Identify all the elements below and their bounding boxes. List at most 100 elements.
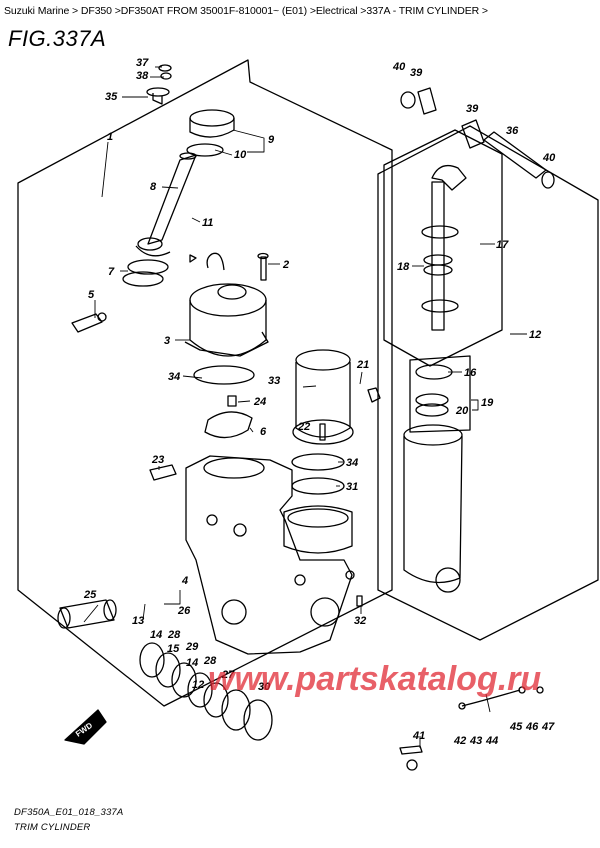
callout-33[interactable]: 33 (268, 375, 280, 387)
part-4-trim-body (185, 455, 353, 655)
callout-35[interactable]: 35 (105, 91, 118, 103)
part-22-screw (319, 423, 326, 441)
footer-diagram-name: TRIM CYLINDER (14, 822, 91, 833)
leader-26 (164, 590, 181, 605)
ring-27 (187, 672, 213, 708)
callout-14-b[interactable]: 14 (186, 657, 198, 669)
callout-36[interactable]: 36 (506, 125, 519, 137)
callout-17[interactable]: 17 (496, 239, 509, 251)
callout-2[interactable]: 2 (282, 259, 289, 271)
callout-26[interactable]: 26 (177, 605, 191, 617)
callout-45[interactable]: 45 (509, 721, 523, 733)
outline-frame-seals (409, 355, 471, 433)
callout-13-a[interactable]: 13 (132, 615, 144, 627)
callout-30[interactable]: 30 (258, 681, 271, 693)
part-3-motor-body (189, 300, 267, 357)
part-12-cylinder-top (403, 424, 463, 446)
callout-43[interactable]: 43 (469, 735, 482, 747)
part-40-ring (400, 91, 416, 109)
part-2-screw (260, 256, 267, 281)
part-16-seal (415, 364, 453, 380)
part-3-wires (206, 252, 225, 271)
callout-31[interactable]: 31 (346, 481, 358, 493)
leader-21 (359, 371, 363, 385)
callout-46[interactable]: 46 (525, 721, 539, 733)
callout-41[interactable]: 41 (412, 730, 425, 742)
callout-32[interactable]: 32 (354, 615, 366, 627)
callout-28-b[interactable]: 28 (203, 655, 217, 667)
callout-40-a[interactable]: 40 (392, 61, 406, 73)
callout-38[interactable]: 38 (136, 70, 149, 82)
callout-19[interactable]: 19 (481, 397, 494, 409)
callout-9[interactable]: 9 (268, 134, 275, 146)
callout-18[interactable]: 18 (397, 261, 410, 273)
callout-7[interactable]: 7 (108, 266, 115, 278)
callout-24[interactable]: 24 (253, 396, 266, 408)
callout-29[interactable]: 29 (185, 641, 199, 653)
footer-diagram-code: DF350A_E01_018_337A (14, 807, 124, 818)
fwd-arrow-icon (64, 709, 107, 745)
leader-11 (191, 217, 201, 223)
callout-4[interactable]: 4 (181, 575, 188, 587)
callout-23[interactable]: 23 (151, 454, 164, 466)
callout-3[interactable]: 3 (164, 335, 170, 347)
callout-34-lower[interactable]: 34 (346, 457, 358, 469)
part-35-head (146, 87, 170, 97)
part-23-plug (149, 464, 177, 481)
callout-21[interactable]: 21 (356, 359, 369, 371)
part-39-bushing-a (417, 87, 437, 115)
part-3-motor-flange (184, 331, 269, 357)
part-36-pin (483, 131, 547, 179)
part-25-shaft (59, 599, 115, 629)
callout-28-a[interactable]: 28 (167, 629, 181, 641)
callout-8[interactable]: 8 (150, 181, 157, 193)
part-38-seal (160, 72, 172, 80)
callout-1[interactable]: 1 (107, 131, 113, 143)
callout-5[interactable]: 5 (88, 289, 95, 301)
leader-24 (237, 400, 251, 403)
callout-42[interactable]: 42 (453, 735, 466, 747)
part-42-wire (461, 689, 521, 707)
callout-40-b[interactable]: 40 (542, 152, 556, 164)
ring-30a (221, 689, 251, 731)
callout-34-upper[interactable]: 34 (168, 371, 180, 383)
callout-6[interactable]: 6 (260, 426, 267, 438)
callout-10[interactable]: 10 (234, 149, 247, 161)
part-5-pin-end (97, 312, 107, 322)
breadcrumb[interactable]: Suzuki Marine > DF350 >DF350AT FROM 3500… (4, 5, 488, 17)
callout-16[interactable]: 16 (464, 367, 477, 379)
part-24-valve (227, 395, 237, 407)
part-7-seal-b (122, 271, 164, 287)
part-34-oring-upper (193, 365, 255, 385)
outline-frame-rod (383, 129, 503, 367)
callout-15[interactable]: 15 (167, 643, 180, 655)
callout-14-a[interactable]: 14 (150, 629, 162, 641)
callout-37[interactable]: 37 (136, 57, 149, 69)
callout-12[interactable]: 12 (529, 329, 541, 341)
outline-frame-main (17, 59, 393, 707)
part-3-motor-top (189, 283, 267, 317)
part-7-seal-a (127, 259, 169, 275)
ring-28 (203, 682, 229, 718)
outline-frame-cylinder (377, 125, 599, 641)
callout-12-b[interactable]: 12 (192, 679, 204, 691)
part-20-ring-b (415, 403, 449, 417)
figure-title: FIG.337A (8, 26, 107, 51)
callout-11[interactable]: 11 (202, 217, 213, 229)
callout-25[interactable]: 25 (83, 589, 97, 601)
part-21-plug (367, 387, 381, 403)
callout-47[interactable]: 47 (541, 721, 555, 733)
part-41-bolt (399, 745, 423, 755)
callout-27[interactable]: 27 (221, 669, 235, 681)
part-10-oring (186, 143, 224, 157)
part-9-cap-top (189, 109, 235, 127)
callout-22[interactable]: 22 (297, 421, 310, 433)
callout-44[interactable]: 44 (485, 735, 498, 747)
part-18-ring-a (423, 254, 453, 266)
part-17-rod (431, 181, 445, 331)
callout-39-a[interactable]: 39 (410, 67, 423, 79)
callout-39-b[interactable]: 39 (466, 103, 479, 115)
callout-20[interactable]: 20 (455, 405, 469, 417)
leader-6 (249, 427, 254, 433)
